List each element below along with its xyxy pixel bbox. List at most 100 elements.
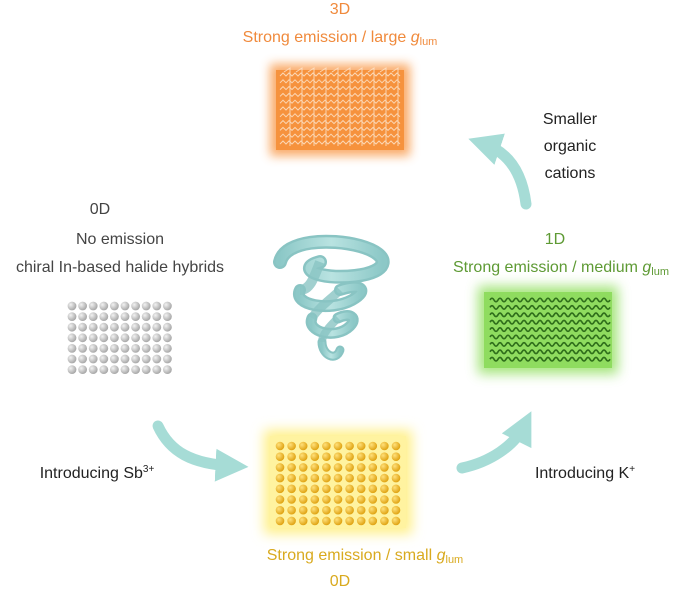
gray-sphere [163,344,172,353]
yellow-sphere [310,516,320,526]
gray-sphere [67,354,77,364]
yellow-sphere [356,484,366,494]
gray-sphere [78,312,87,321]
green-wave-chain [489,297,611,303]
yellow-sphere [310,495,320,504]
bottom-0d-prefix: Strong emission / small [266,547,437,564]
yellow-sphere [322,452,331,462]
gray-sphere [88,344,98,353]
right-1d-description: Strong emission / medium glum [438,256,684,284]
gray-sphere [88,365,98,374]
gray-sphere [152,301,162,311]
green-wave-chain [489,304,611,310]
orange-column-chain [295,67,303,146]
gray-sphere [78,354,87,364]
gray-sphere [67,333,77,343]
orange-layer-chain [279,140,401,145]
gray-sphere [120,354,130,364]
yellow-sphere [298,516,308,526]
yellow-sphere [368,505,378,515]
gray-sphere [152,344,162,353]
smaller-cations-line-3: cations [544,165,596,182]
gray-sphere [88,322,98,332]
gray-sphere [78,301,87,311]
yellow-sphere [391,495,401,504]
gray-sphere [99,333,109,343]
yellow-sphere [368,441,378,451]
orange-column-chain [391,67,399,146]
introducing-sb-text: Introducing Sb [39,465,143,482]
yellow-sphere [368,452,378,462]
gray-sphere [120,333,130,343]
yellow-sphere [287,452,296,462]
yellow-sphere [298,463,308,472]
gray-sphere [110,354,119,364]
green-wave-chain [489,327,611,333]
yellow-sphere [322,484,331,494]
yellow-sphere [391,505,401,515]
gray-sphere [99,322,109,332]
right-1d-prefix: Strong emission / medium [452,259,643,276]
yellow-sphere [333,452,343,462]
gray-sphere [120,344,130,353]
gray-sphere [110,322,119,332]
yellow-sphere [287,441,296,451]
yellow-sphere [310,463,320,472]
gray-sphere [163,365,172,374]
green-1d-block [478,286,618,374]
gray-sphere [99,312,109,321]
orange-column-chain [331,67,339,146]
smaller-cations-line-2: organic [543,138,597,155]
green-wave-chain [489,341,611,347]
gray-sphere [152,365,162,374]
yellow-sphere [345,441,354,451]
gray-sphere [78,344,87,353]
gray-sphere [163,312,172,321]
gray-sphere [163,301,172,311]
yellow-sphere [368,463,378,472]
gray-sphere [67,301,77,311]
yellow-sphere [310,484,320,494]
yellow-sphere [322,463,331,472]
gray-sphere [78,322,87,332]
yellow-sphere [287,463,296,472]
yellow-sphere [380,484,389,494]
gray-sphere [88,333,98,343]
gray-sphere [67,322,77,332]
introducing-sb-label: Introducing Sb3+ [22,458,172,486]
gray-sphere [131,322,141,332]
orange-layer-chain [279,113,401,118]
yellow-sphere [298,495,308,504]
right-1d-title: 1D [544,231,566,248]
gray-sphere [110,312,119,321]
gray-sphere [163,322,172,332]
yellow-sphere [298,484,308,494]
g-subscript: lum [651,266,670,278]
gray-sphere [152,354,162,364]
gray-sphere [141,333,151,343]
g-symbol: g [642,259,652,276]
orange-layer-chain [279,106,401,111]
g-symbol: g [410,29,420,46]
orange-column-chain [379,67,387,146]
gray-sphere [67,312,77,321]
orange-column-chain [343,67,351,146]
gray-sphere [141,365,151,374]
top-3d-description: Strong emission / large glum [190,26,490,54]
arrow-smaller-cations [468,133,532,210]
smaller-cations-label: Smaller organic cations [530,106,610,187]
gray-sphere [110,333,119,343]
yellow-sphere [333,505,343,515]
bottom-0d-description: Strong emission / small glum [220,544,510,572]
orange-layer-chain [279,126,401,132]
gray-sphere [99,301,109,311]
yellow-sphere [380,463,389,472]
yellow-sphere [380,495,389,504]
gray-sphere [120,301,130,311]
yellow-sphere [322,441,331,451]
yellow-sphere [275,463,285,472]
sb-charge: 3+ [142,464,155,475]
gray-sphere [88,301,98,311]
top-3d-prefix: Strong emission / large [242,29,411,46]
gray-sphere [141,354,151,364]
